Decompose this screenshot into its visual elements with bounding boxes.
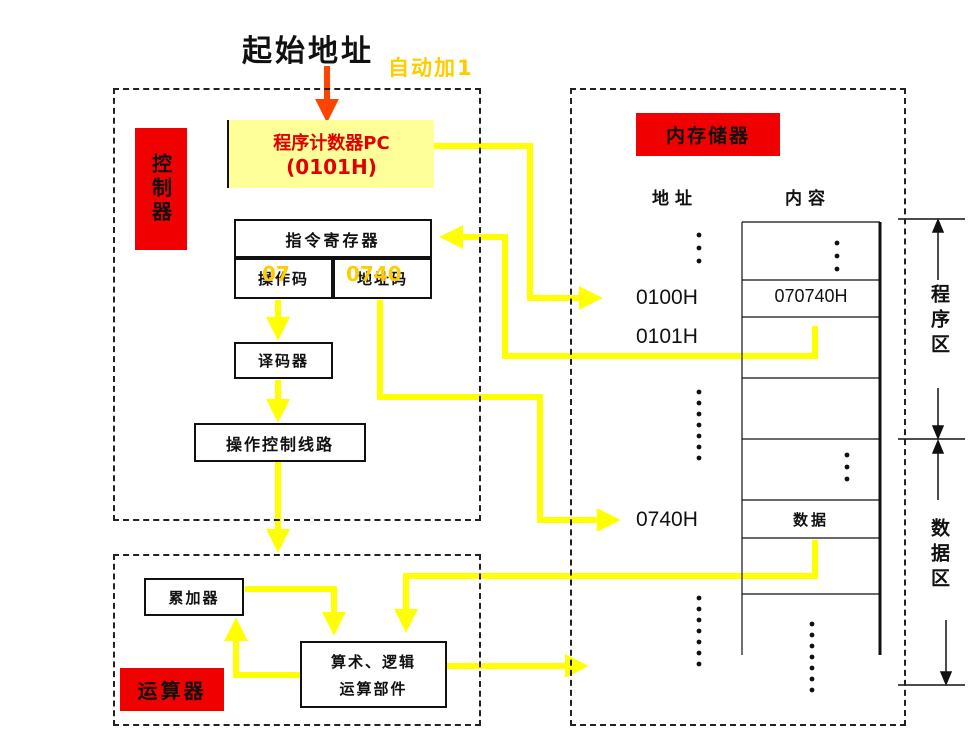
opcode-label: 操作码 (257, 270, 309, 288)
content-070740h: 070740H (774, 286, 848, 306)
content-data: 数据 (792, 511, 829, 529)
program-zone-label: 程序区 (928, 284, 950, 359)
address-0740h: 0740H (636, 508, 698, 531)
opcode-value: 07 (262, 262, 290, 286)
memory-region (570, 88, 906, 726)
alu-region (113, 554, 481, 726)
controller-label: 控制器 (135, 128, 187, 250)
instruction-register: 指令寄存器 (234, 219, 432, 258)
auto-increment-label: 自动加1 (388, 56, 474, 80)
data-zone-label: 数据区 (928, 518, 950, 593)
memory-label: 内存储器 (636, 113, 780, 156)
address-0101h: 0101H (636, 325, 698, 348)
alu-line2: 运算部件 (339, 679, 408, 698)
controller-region (113, 88, 481, 521)
program-counter: 程序计数器PC (0101H) (227, 120, 434, 188)
operation-control-circuit: 操作控制线路 (194, 423, 366, 462)
start-address-title: 起始地址 (242, 34, 374, 69)
arithmetic-logic-unit: 算术、逻辑 运算部件 (300, 641, 447, 708)
address-code-value: 0740 (346, 262, 402, 286)
pc-value: (0101H) (286, 155, 377, 179)
accumulator: 累加器 (144, 578, 244, 616)
decoder: 译码器 (234, 342, 333, 379)
content-column-header: 内容 (785, 189, 831, 209)
opcode-field: 操作码 (234, 258, 333, 299)
address-column-header: 地址 (652, 189, 698, 209)
address-code-label: 地址码 (356, 270, 408, 288)
address-code-field: 地址码 (333, 258, 432, 299)
pc-title: 程序计数器PC (273, 133, 390, 154)
alu-line1: 算术、逻辑 (330, 652, 416, 671)
alu-label: 运算器 (120, 668, 224, 711)
address-0100h: 0100H (636, 286, 698, 309)
